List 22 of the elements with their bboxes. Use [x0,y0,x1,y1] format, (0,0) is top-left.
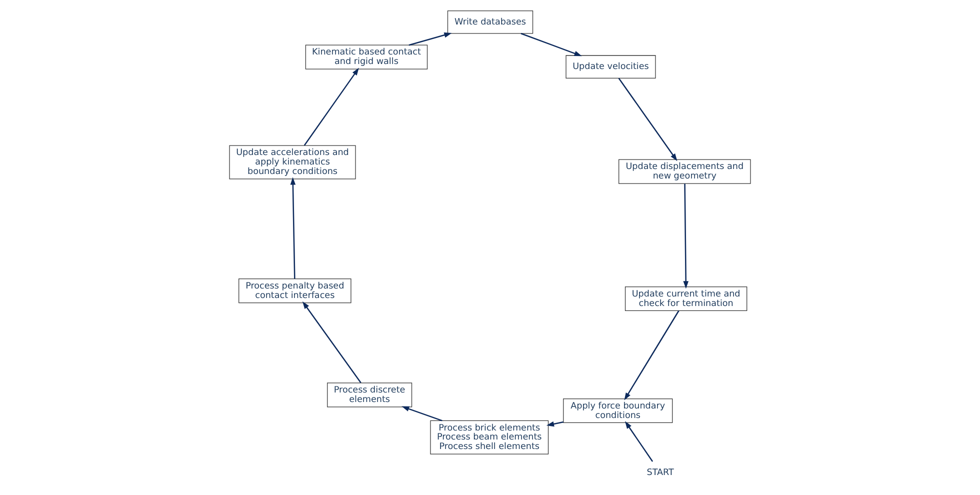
node-box: Update accelerations and apply kinematics boundary conditions [229,145,356,180]
node-box: Write databases [447,10,534,34]
node-box: Update displacements and new geometry [618,159,751,184]
arrow [624,310,680,400]
arrow [683,184,689,289]
arrow [624,421,654,462]
node-box: Process penalty based contact interfaces [238,278,352,304]
node-box: Update velocities [566,55,656,78]
node-box: Process discrete elements [327,382,412,408]
node-box: Process brick elements Process beam elements Process shell elements [430,420,549,454]
arrow [520,32,582,56]
arrow [618,78,678,162]
arrow [546,421,564,427]
arrow [290,177,296,279]
arrow [408,32,452,46]
arrow [304,68,359,146]
arrow [302,301,362,384]
node-text: START [646,468,674,478]
node-box: Update current time and check for termination [624,286,748,312]
arrow [402,406,442,422]
node-box: Kinematic based contact and rigid walls [305,44,428,70]
node-box: Apply force boundary conditions [563,398,673,423]
